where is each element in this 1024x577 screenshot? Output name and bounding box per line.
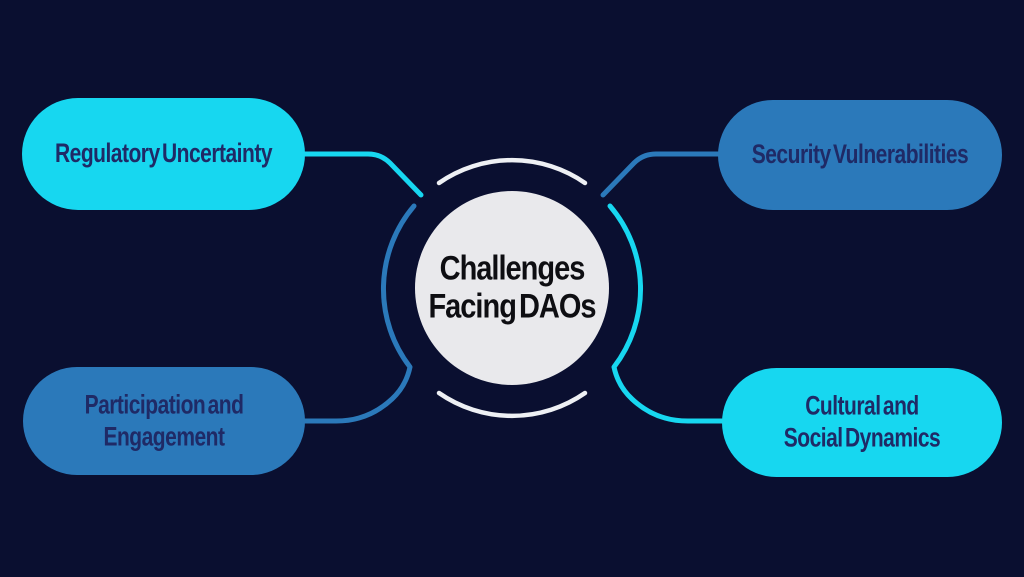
center-title: Challenges Facing DAOs (428, 249, 596, 327)
node-label: Participation and Engagement (85, 389, 244, 453)
node-participation-engagement: Participation and Engagement (23, 367, 305, 475)
node-label: Cultural and Social Dynamics (783, 390, 941, 454)
center-title-line2: Facing DAOs (428, 288, 596, 326)
center-node: Challenges Facing DAOs (415, 191, 609, 385)
ring-top-arc (436, 157, 588, 186)
node-label-line2: Social Dynamics (783, 423, 941, 454)
node-security-vulnerabilities: Security Vulnerabilities (718, 100, 1002, 210)
node-label-text: Security Vulnerabilities (751, 140, 969, 170)
node-label: Regulatory Uncertainty (54, 138, 273, 170)
top-left-connector (302, 151, 424, 198)
node-label-line1: Participation and (84, 390, 244, 420)
ring-bottom-arc (436, 390, 588, 419)
left-arc-to-bottom-left-connector (302, 203, 417, 424)
node-regulatory-uncertainty: Regulatory Uncertainty (22, 98, 305, 210)
top-right-connector (600, 151, 722, 198)
node-label-line1: Cultural and (805, 391, 919, 421)
right-arc-to-bottom-right-connector (607, 203, 725, 424)
node-cultural-social-dynamics: Cultural and Social Dynamics (722, 368, 1002, 477)
node-label-line2: Engagement (103, 422, 225, 452)
node-label: Security Vulnerabilities (751, 139, 969, 171)
node-label-text: Regulatory Uncertainty (54, 139, 273, 169)
center-title-line1: Challenges (439, 249, 586, 288)
